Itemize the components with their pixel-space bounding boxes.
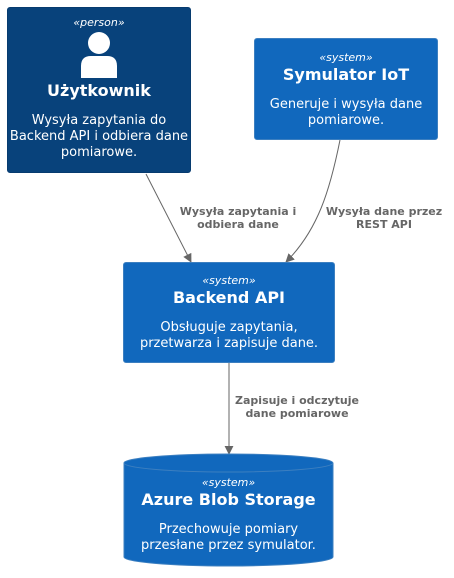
edge-label-line: Zapisuje i odczytuje [235,394,359,407]
edge-label-line: odbiera dane [197,218,279,231]
stereotype-label: «system» [202,274,256,287]
edge-label-user-backend: Wysyła zapytania i odbiera dane [172,205,304,231]
node-title: Backend API [172,288,285,307]
edge-user-to-backend [145,173,192,263]
node-description: Obsługuje zapytania, przetwarza i zapisu… [124,320,334,352]
desc-line: przetwarza i zapisuje dane. [139,336,319,351]
desc-line: Generuje i wysyła dane [269,97,423,112]
desc-line: pomiarowe. [307,113,385,128]
node-backend-api: «system» Backend API Obsługuje zapytania… [123,262,335,363]
database-cylinder-icon [123,453,334,567]
person-icon [79,32,119,78]
desc-line: Wysyła zapytania do [31,113,167,128]
stereotype-label: «system» [201,476,256,489]
desc-line: Obsługuje zapytania, [160,320,298,335]
desc-line: przesłane przez symulator. [141,538,316,553]
desc-line: Przechowuje pomiary [158,522,299,537]
node-uzytkownik: «person» Użytkownik Wysyła zapytania do … [7,7,191,173]
edge-label-line: Wysyła dane przez [325,205,443,218]
node-description: Przechowuje pomiary przesłane przez symu… [123,522,334,554]
stereotype-label: «system» [319,51,373,64]
edge-label-line: REST API [356,218,412,231]
node-title: Użytkownik [47,81,151,100]
node-title: Azure Blob Storage [141,490,316,509]
node-description: Wysyła zapytania do Backend API i odbier… [8,113,190,161]
stereotype-label: «person» [73,16,125,29]
node-description: Generuje i wysyła dane pomiarowe. [255,97,437,129]
node-azure-blob-storage: «system» Azure Blob Storage Przechowuje … [123,453,334,571]
node-symulator-iot: «system» Symulator IoT Generuje i wysyła… [254,38,438,140]
desc-line: pomiarowe. [60,145,138,160]
edge-iot-to-backend [285,139,341,263]
edge-label-iot-backend: Wysyła dane przez REST API [318,205,450,231]
edge-label-line: Wysyła zapytania i [179,205,297,218]
node-title: Symulator IoT [282,65,410,84]
desc-line: Backend API i odbiera dane [9,129,189,144]
edge-label-backend-storage: Zapisuje i odczytuje dane pomiarowe [227,394,367,420]
edge-label-line: dane pomiarowe [245,407,349,420]
